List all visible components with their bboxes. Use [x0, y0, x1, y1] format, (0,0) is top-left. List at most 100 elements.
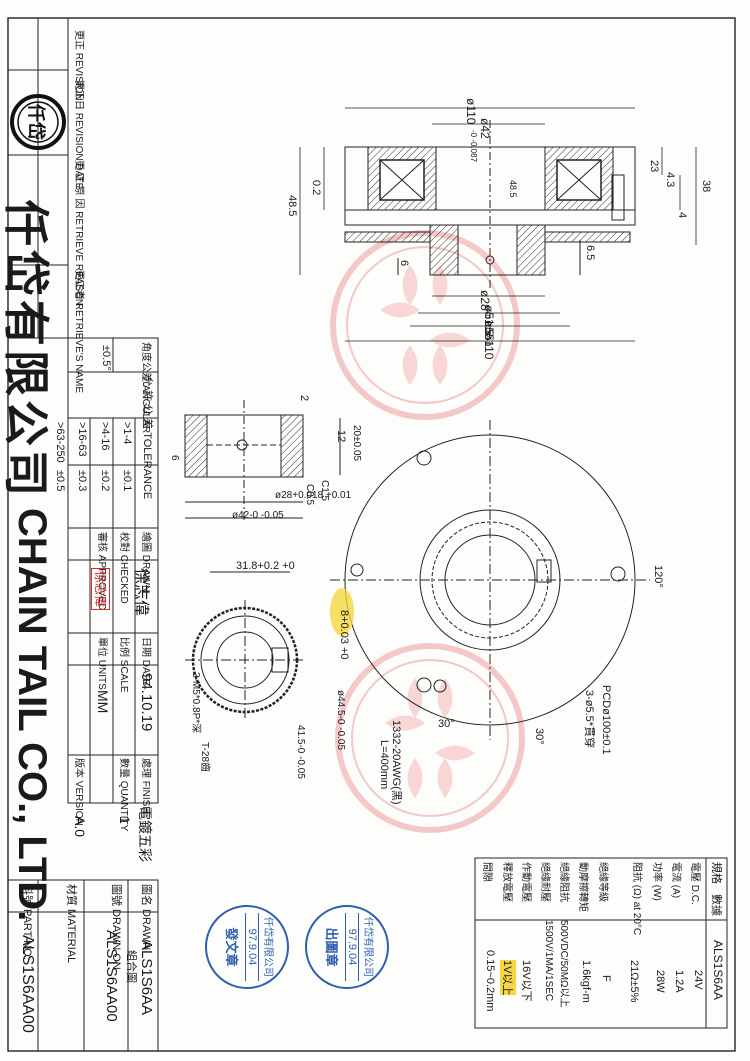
dim-d110: ø110 — [482, 333, 496, 360]
title-sub: 組合圖 — [125, 950, 137, 983]
angle-30a: 30° — [438, 718, 455, 730]
watermark-logo-bottom — [335, 643, 525, 833]
gear-dim-31-8: 31.8+0.2 +0 — [236, 560, 295, 572]
spec-row-value: 21Ω±5% — [628, 960, 640, 1003]
dim-38: 38 — [700, 180, 712, 193]
hub-view — [184, 400, 341, 520]
dim-d110-top-tol: -0 -0.087 — [469, 130, 478, 163]
dim-0-2: 0.2 — [310, 180, 322, 196]
spec-row-value: 28W — [654, 970, 666, 993]
wire-length-label: L=400mm — [378, 740, 390, 790]
spec-header-key: 規格 — [710, 862, 722, 884]
gear-dim-8: 8+0.03 +0 — [338, 610, 350, 660]
spec-row-label: 絕緣等級 — [597, 862, 608, 902]
scale-label: 比例 SCALE — [118, 637, 129, 693]
spec-row-label: 絕緣耐壓 — [539, 862, 550, 902]
tolerance-label: 允 許 公 差 TOLERANCE — [141, 376, 153, 500]
spec-header-item: 數據 — [710, 894, 722, 916]
front-view — [330, 420, 650, 740]
spec-row-label: 釋放電壓 — [501, 862, 512, 902]
tol-range-3: >16-63 — [76, 422, 88, 457]
date-value: 94.10.19 — [138, 673, 155, 732]
stamp-issue-type: 發文章 — [224, 927, 239, 967]
units-value: MM — [95, 690, 111, 714]
part-no-value: ALS1S6AA00 — [19, 935, 36, 1033]
hub-dim-12: 12 — [335, 430, 347, 443]
holes-label: 3-ø5.5*貫穿 — [583, 690, 595, 749]
angular-value: ±0.5° — [100, 345, 112, 371]
spec-row-label: 阻抗 (Ω) at 20°C — [631, 862, 642, 936]
wire-label: 1332-20AWG(黑) — [390, 720, 402, 805]
dim-23: 23 — [648, 160, 660, 173]
title-strip — [7, 17, 159, 1052]
tol-value-1: ±0.1 — [121, 470, 133, 492]
spec-row-value: F — [600, 975, 612, 982]
spec-table-grid — [474, 857, 728, 1029]
drawn-by: 徐志偉 — [132, 568, 149, 617]
spec-model: ALS1S6AA — [711, 940, 725, 1001]
stamp-release-date: 97.9.04 — [345, 913, 359, 981]
spec-row-label: 作動電壓 — [520, 862, 531, 902]
retrieve-name-label: 更正者 RETRIEVE'S NAME — [73, 270, 84, 394]
spec-row-value: 1500V/1MA/1SEC — [543, 920, 554, 1002]
quantity-value: 1 — [117, 816, 133, 824]
stamp-issue-date: 97.9.04 — [245, 913, 259, 981]
spec-row-label: 絕緣阻抗 — [558, 862, 569, 902]
finish-value: 電鍍五彩 — [137, 806, 153, 862]
sheet-frame — [7, 17, 736, 1052]
gear-dim-41-5: 41.5-0 -0.05 — [295, 725, 306, 779]
stamp-release: 仟岱有限公司 97.9.04 出圖章 — [305, 905, 389, 989]
spec-row-label: 動摩擦轉矩 — [577, 862, 588, 912]
company-name-cn: 仟岱有限公司 — [0, 200, 52, 500]
dim-48-5-inner: 48.5 — [508, 180, 518, 198]
spec-row-label: 電壓 D.C. — [689, 862, 700, 905]
spec-row-label: 功率 (W) — [651, 862, 662, 901]
spec-row-value: 24V — [692, 970, 704, 990]
company-name-en: CHAIN TAIL CO., LTD. — [10, 508, 54, 922]
spec-row-label: 間隙 — [481, 862, 492, 882]
gear-dim-m5: 2-M5*0.8P*深 — [190, 672, 201, 734]
hub-dim-d42: ø42-0 -0.05 — [232, 510, 284, 521]
hub-dim-2: 2 — [298, 395, 310, 402]
stamp-release-company: 仟岱有限公司 — [362, 917, 373, 977]
company-logo: 仟岱 — [10, 94, 66, 150]
spec-row-label: 電流 (A) — [670, 862, 681, 899]
angle-120: 120° — [652, 565, 664, 588]
dim-6-5: 6.5 — [584, 245, 596, 261]
tol-value-4: ±0.5 — [54, 470, 66, 492]
hub-dim-6: 6 — [169, 455, 180, 461]
svg-text:仟岱: 仟岱 — [26, 103, 47, 140]
spec-row-value: 0.15~0.2mm — [484, 950, 496, 1012]
gear-view — [185, 571, 305, 720]
dim-4: 4 — [676, 212, 688, 219]
title-value: ALS1S6AA — [138, 940, 155, 1016]
stamp-release-type: 出圖章 — [324, 927, 339, 967]
spec-row-value: 1V以上 — [500, 960, 516, 996]
dim-d110-top: ø110 — [464, 98, 478, 125]
dim-4-3: 4.3 — [664, 172, 676, 188]
drawn-by-stamp: 徐志偉 — [91, 568, 110, 611]
material-label: 材質 MATERIAL — [65, 884, 77, 964]
spec-row-value: 16V以下 — [520, 960, 532, 1002]
dim-48-5: 48.5 — [286, 195, 298, 217]
section-dimension-lines — [299, 107, 697, 342]
tol-range-1: >1-4 — [121, 422, 133, 445]
gear-dim-d44-5: ø44.5-0 -0.05 — [335, 690, 346, 751]
tol-range-4: >63-250 — [54, 422, 66, 463]
spec-row-value: 1.2A — [673, 970, 685, 993]
highlight-8 — [330, 588, 354, 636]
tol-value-3: ±0.3 — [76, 470, 88, 492]
units-label: 單位 UNITS — [96, 637, 107, 690]
hub-dim-d28: ø28+0.018 +0.01 — [275, 490, 352, 501]
drawn-on-value: ALS1S6AA00 — [103, 930, 120, 1022]
spec-row-value: 500VDC/50MΩ以上 — [558, 920, 569, 1008]
dim-6: 6 — [398, 260, 410, 267]
spec-row-value: 1.6kgf-m — [580, 960, 592, 1003]
gear-dim-t28: T-28齒 — [199, 742, 210, 773]
stamp-issue: 仟岱有限公司 97.9.04 發文章 — [205, 905, 289, 989]
hub-dim-20: 20±0.05 — [351, 425, 362, 462]
dim-d42: ø42 — [478, 118, 492, 139]
angle-30b: 30° — [533, 728, 545, 745]
tol-range-2: >4-16 — [99, 422, 111, 451]
